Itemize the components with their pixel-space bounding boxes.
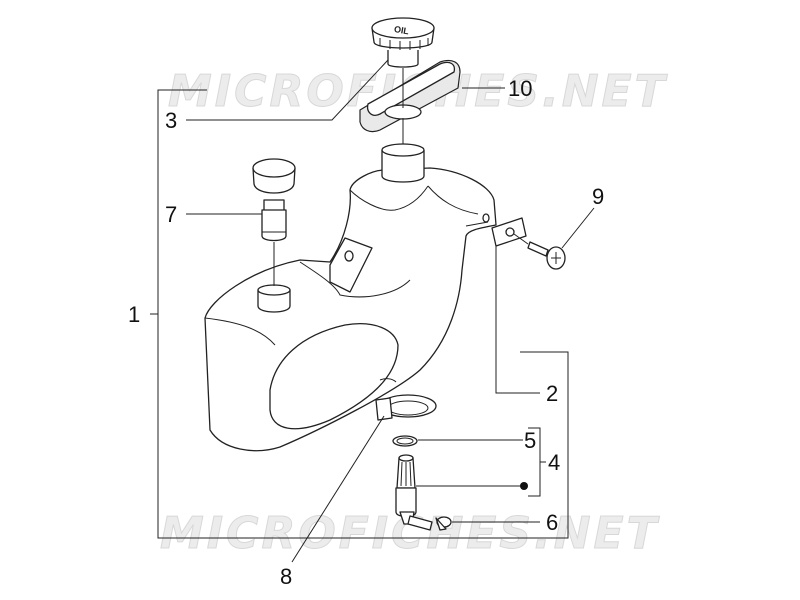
- center-line-bracket: [465, 221, 489, 227]
- callout-9: 9: [592, 184, 604, 209]
- callout-2: 2: [546, 381, 558, 406]
- hose-clamp[interactable]: [375, 394, 437, 421]
- leader-9: [561, 207, 595, 249]
- leader-1-frame: [157, 89, 569, 539]
- leader-4-dot: [520, 482, 528, 490]
- gasket-tray[interactable]: [359, 59, 461, 133]
- callout-5: 5: [524, 428, 536, 453]
- fuel-tap[interactable]: [395, 454, 433, 531]
- callout-10: 10: [508, 76, 532, 101]
- callout-3: 3: [165, 108, 177, 133]
- callout-1: 1: [128, 302, 140, 327]
- center-line-screw: [513, 233, 529, 245]
- small-clip[interactable]: [435, 516, 452, 531]
- callout-7: 7: [165, 202, 177, 227]
- callout-4: 4: [548, 450, 560, 475]
- filler-cap[interactable]: OIL: [371, 17, 435, 68]
- o-ring-inner: [396, 437, 414, 445]
- screw[interactable]: [527, 241, 566, 270]
- leader-2: [495, 246, 540, 394]
- callout-8: 8: [280, 564, 292, 589]
- oil-tank[interactable]: [204, 143, 497, 452]
- breather-plug[interactable]: [252, 158, 296, 242]
- leader-3: [186, 59, 389, 121]
- cap-text: OIL: [393, 24, 410, 37]
- bracket[interactable]: [491, 217, 527, 247]
- leader-8: [291, 415, 385, 563]
- callout-6: 6: [546, 510, 558, 535]
